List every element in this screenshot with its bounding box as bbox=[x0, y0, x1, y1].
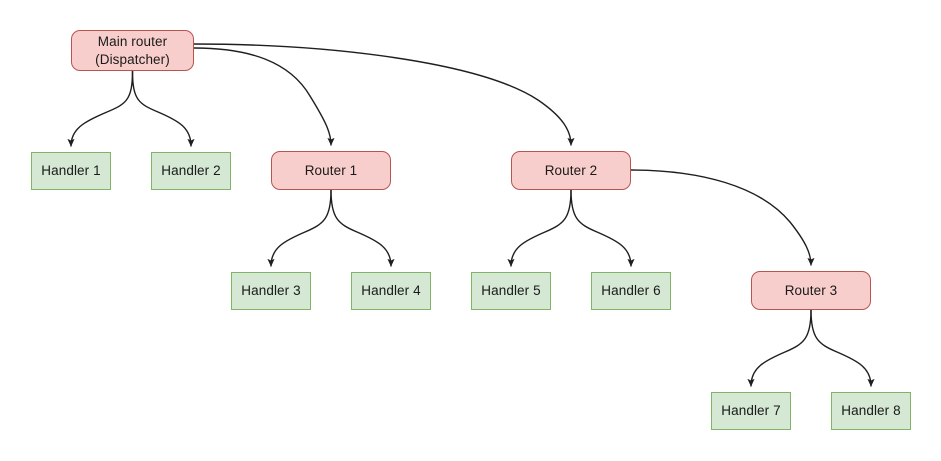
node-label-router-1: Router 1 bbox=[304, 162, 358, 178]
node-main-router[interactable]: Main router (Dispatcher) bbox=[71, 30, 194, 71]
edge-router-3-to-handler-7 bbox=[747, 309, 812, 387]
edge-router-2-to-handler-6 bbox=[570, 189, 635, 267]
node-label-handler-6: Handler 6 bbox=[601, 283, 661, 299]
edge-main-to-router-1 bbox=[193, 47, 335, 146]
node-label-handler-3: Handler 3 bbox=[241, 283, 301, 299]
node-handler-3[interactable]: Handler 3 bbox=[231, 272, 311, 310]
edge-router-2-to-router-3 bbox=[630, 169, 815, 266]
node-handler-5[interactable]: Handler 5 bbox=[471, 272, 551, 310]
node-label-handler-4: Handler 4 bbox=[361, 283, 421, 299]
edge-router-3-to-handler-8 bbox=[810, 309, 875, 387]
node-label-handler-5: Handler 5 bbox=[481, 283, 541, 299]
node-handler-4[interactable]: Handler 4 bbox=[351, 272, 431, 310]
node-handler-6[interactable]: Handler 6 bbox=[591, 272, 671, 310]
edge-main-to-handler-2 bbox=[131, 70, 195, 147]
node-router-3[interactable]: Router 3 bbox=[751, 271, 871, 310]
node-router-1[interactable]: Router 1 bbox=[271, 151, 391, 190]
node-label-handler-7: Handler 7 bbox=[721, 403, 781, 419]
node-label-handler-8: Handler 8 bbox=[841, 403, 901, 419]
node-handler-2[interactable]: Handler 2 bbox=[151, 152, 231, 190]
node-router-2[interactable]: Router 2 bbox=[511, 151, 631, 190]
node-label-handler-1: Handler 1 bbox=[41, 163, 101, 179]
node-label-router-2: Router 2 bbox=[544, 162, 598, 178]
edge-router-1-to-handler-4 bbox=[330, 189, 395, 267]
node-label-handler-2: Handler 2 bbox=[161, 163, 221, 179]
edge-router-2-to-handler-5 bbox=[507, 189, 572, 267]
node-handler-7[interactable]: Handler 7 bbox=[711, 392, 791, 430]
edge-router-1-to-handler-3 bbox=[267, 189, 332, 267]
node-handler-8[interactable]: Handler 8 bbox=[831, 392, 911, 430]
edges-group bbox=[67, 43, 875, 387]
node-label-router-3: Router 3 bbox=[784, 282, 838, 298]
edge-main-to-handler-1 bbox=[67, 70, 134, 147]
edge-main-to-router-2 bbox=[193, 43, 575, 146]
node-label-main-router: Main router (Dispatcher) bbox=[95, 34, 170, 67]
node-handler-1[interactable]: Handler 1 bbox=[31, 152, 111, 190]
